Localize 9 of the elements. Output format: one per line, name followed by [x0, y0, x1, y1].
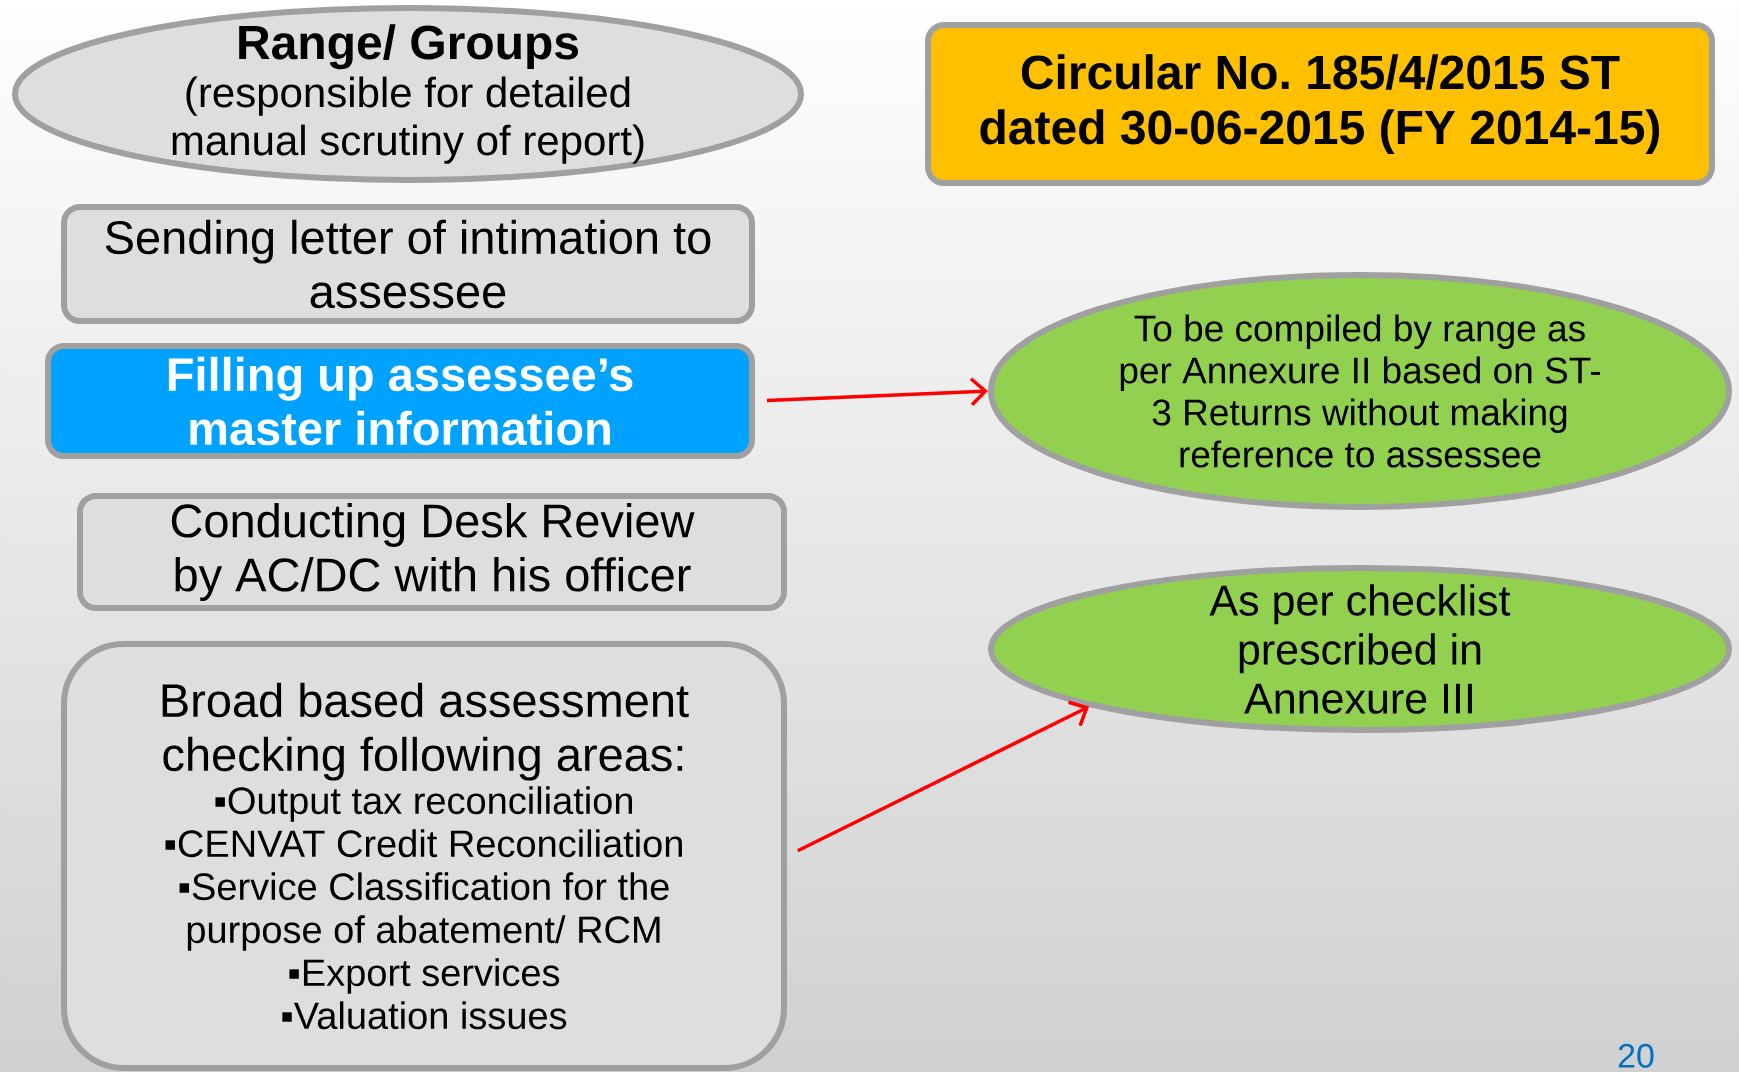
arrow	[766, 377, 988, 406]
process-box: Conducting Desk Review by AC/DC with his officer	[77, 493, 787, 611]
process-box: Sending letter of intimation to assessee	[61, 204, 755, 324]
highlighted-box: Filling up assessee’s master information	[45, 343, 755, 459]
arrow	[797, 700, 1090, 853]
title-box: Circular No. 185/4/2015 ST dated 30-06-2015 (FY 2014-15)	[925, 22, 1715, 186]
oval-heading: Range/ Groups (responsible for detailed manual scrutiny of report)	[12, 5, 804, 183]
page-number: 20	[1618, 1043, 1654, 1068]
process-box: Broad based assessment checking following areas: ▪Output tax reconciliation ▪CENVAT Credit Reconciliation ▪Service Classification for the purpose of abatement/ RCM ▪Export services ▪Valuation issues	[61, 641, 787, 1071]
